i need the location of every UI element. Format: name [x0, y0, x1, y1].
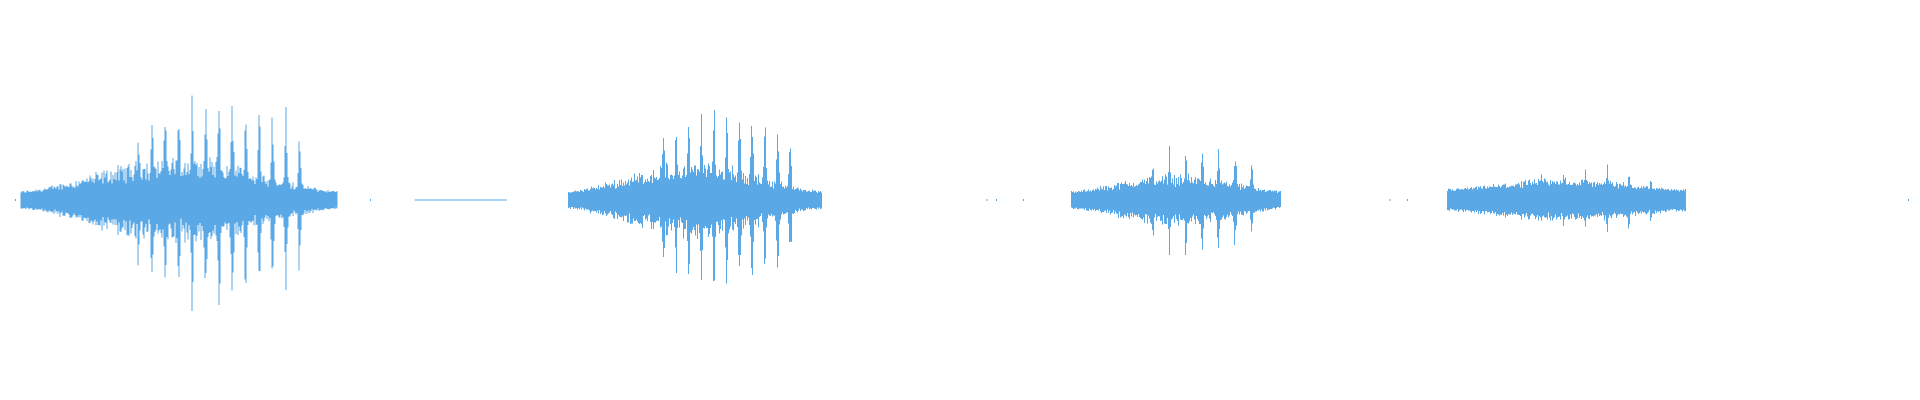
waveform-bars	[14, 95, 1909, 311]
